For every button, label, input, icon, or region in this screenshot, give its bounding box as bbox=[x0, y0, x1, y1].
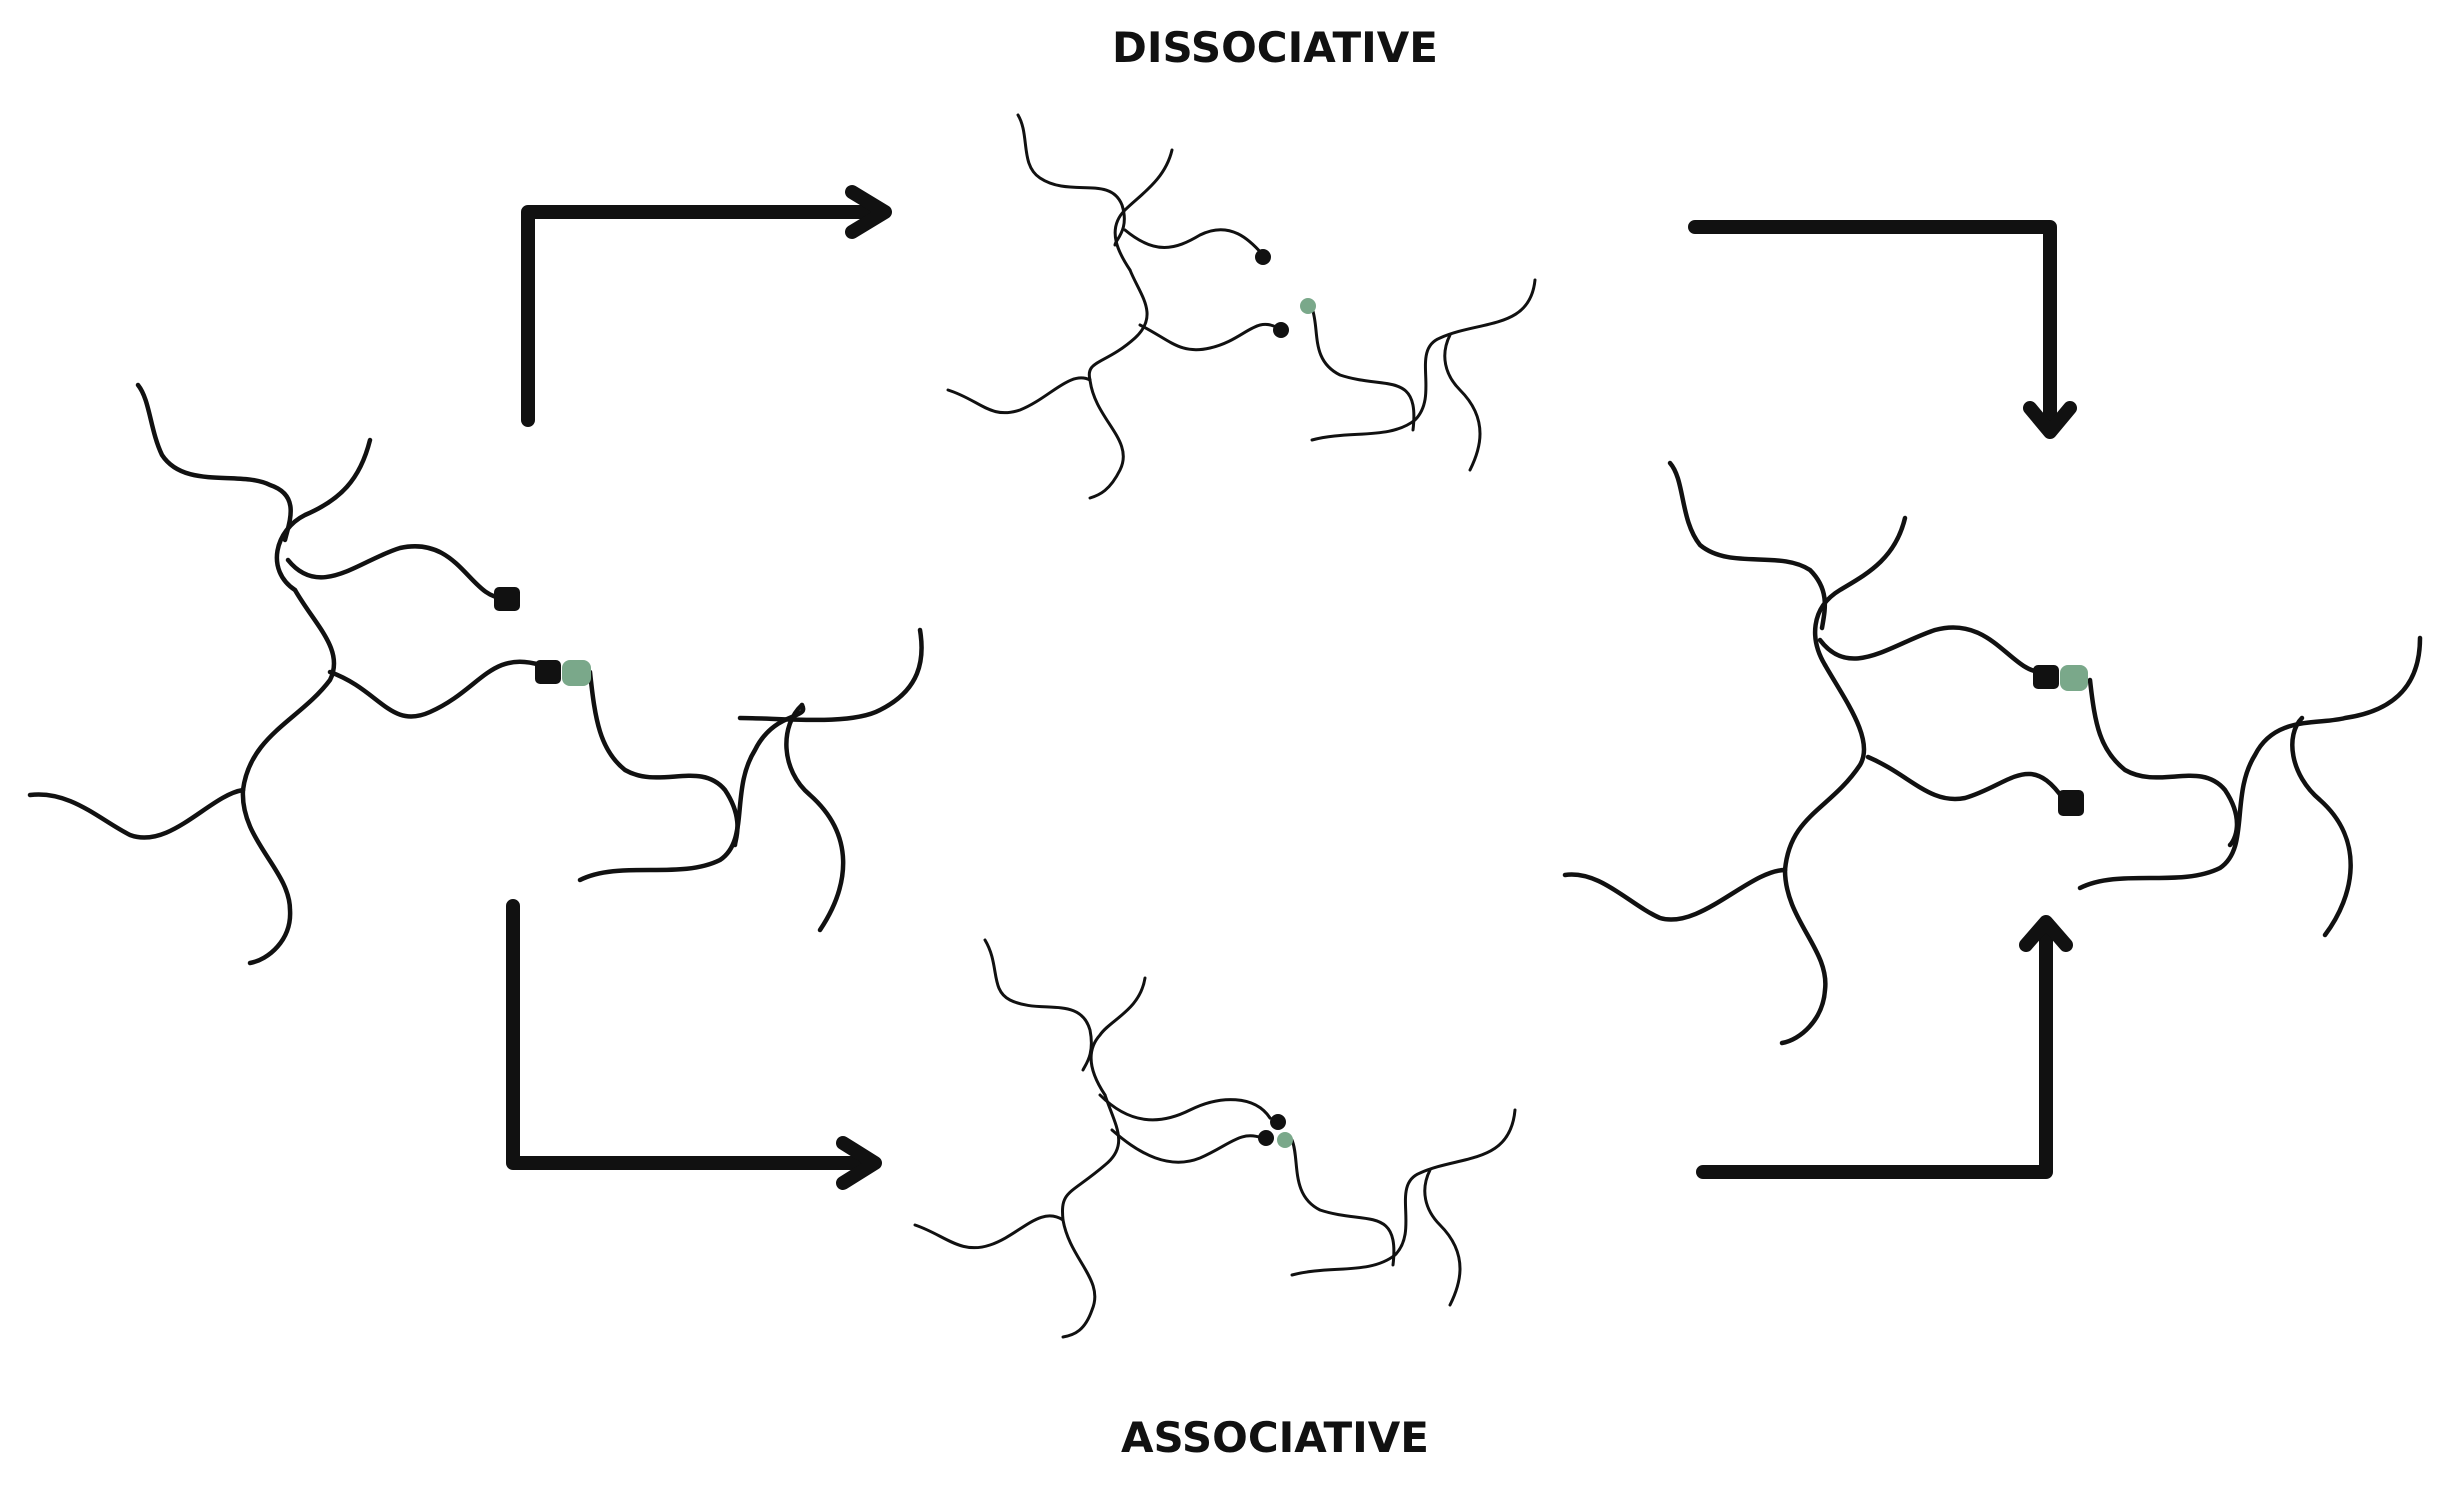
arrow-initial-to-dissociative bbox=[521, 185, 892, 427]
end-group-green-icon bbox=[562, 660, 591, 686]
arrow-associative-to-final bbox=[1696, 915, 2073, 1179]
end-group-black-icon bbox=[535, 660, 561, 684]
end-group-green-icon bbox=[1300, 298, 1316, 314]
end-group-black-icon bbox=[1258, 1130, 1274, 1146]
initial-network bbox=[27, 382, 924, 966]
end-group-black-icon bbox=[1273, 322, 1289, 338]
dissociative-label: DISSOCIATIVE bbox=[1112, 23, 1438, 72]
end-group-black-icon bbox=[1270, 1114, 1286, 1130]
final-network bbox=[1562, 460, 2423, 1046]
end-group-black-icon bbox=[2058, 790, 2084, 816]
end-group-black-icon bbox=[2033, 665, 2059, 689]
end-group-green-icon bbox=[2060, 665, 2088, 691]
arrow-initial-to-associative bbox=[506, 899, 882, 1190]
associative-intermediate bbox=[913, 938, 1517, 1339]
end-group-black-icon bbox=[1255, 249, 1271, 265]
end-group-black-icon bbox=[494, 587, 520, 611]
dissociative-intermediate bbox=[946, 113, 1537, 500]
associative-label: ASSOCIATIVE bbox=[1121, 1413, 1429, 1462]
arrow-dissociative-to-final bbox=[1688, 220, 2077, 439]
end-group-green-icon bbox=[1277, 1132, 1293, 1148]
